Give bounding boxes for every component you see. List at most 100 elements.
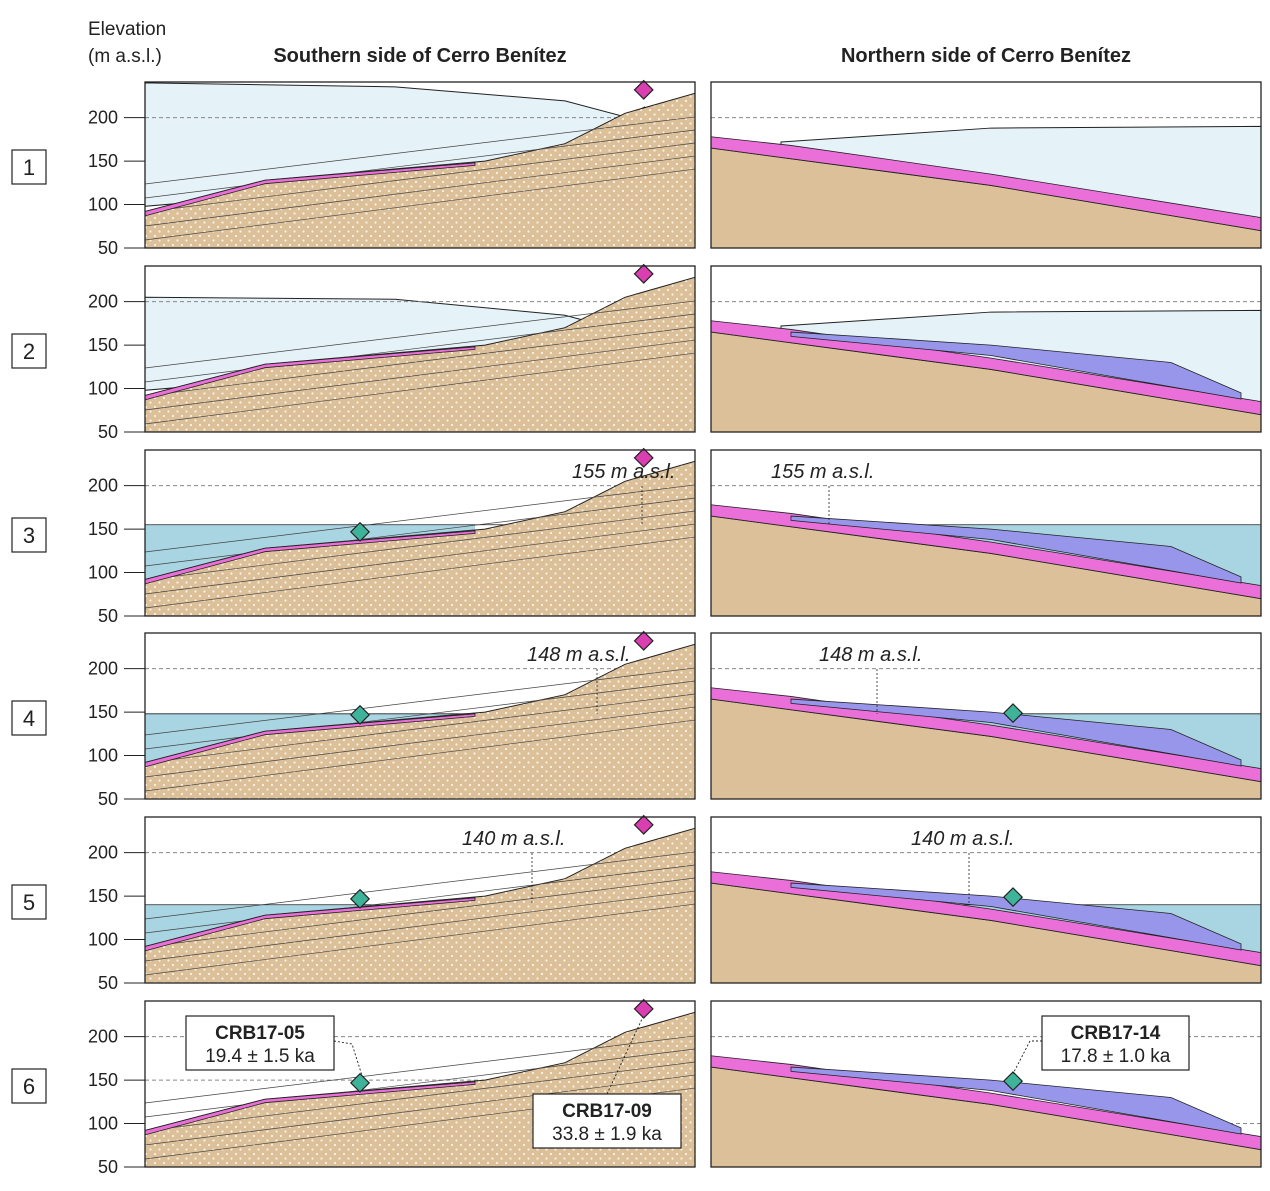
- tick-label: 200: [88, 476, 118, 496]
- strata-line: [144, 851, 696, 920]
- north-panel: 140 m a.s.l.: [710, 816, 1262, 984]
- tick-label: 50: [98, 606, 118, 626]
- strata-line: [144, 116, 696, 185]
- tick-label: 100: [88, 1114, 118, 1134]
- sample-leader: [1012, 1040, 1042, 1075]
- sample-crb17-09-name: CRB17-09: [562, 1101, 652, 1122]
- row-number-box: [11, 517, 47, 553]
- sample-leader: [333, 1040, 363, 1076]
- panel-frame: [710, 265, 1262, 433]
- row-number: 4: [23, 706, 35, 731]
- north-panel: 148 m a.s.l.: [710, 632, 1262, 800]
- tick-label: 50: [98, 1157, 118, 1177]
- strata-line: [144, 1048, 696, 1118]
- south-panel: [144, 79, 696, 249]
- tick-label: 100: [88, 379, 118, 399]
- sample-diamond-magenta: [633, 814, 654, 835]
- south-panel: [144, 263, 696, 433]
- blue-unit: [790, 515, 1242, 584]
- blue-unit: [790, 331, 1242, 400]
- strata-line: [144, 706, 696, 778]
- panel-frame: [144, 265, 696, 433]
- sample-diamond-magenta: [633, 79, 654, 100]
- south-panel: 148 m a.s.l.: [144, 630, 696, 800]
- sample-diamond-green: [1002, 1071, 1024, 1092]
- strata-line: [144, 680, 696, 750]
- north-panel: [710, 1000, 1262, 1168]
- strata-line: [144, 168, 696, 241]
- tick-label: 50: [98, 238, 118, 258]
- sample-diamond-green: [349, 1072, 371, 1093]
- panel-frame: [144, 81, 696, 249]
- column-title-north: Northern side of Cerro Benítez: [841, 45, 1131, 67]
- sample-diamond-green: [1002, 703, 1024, 724]
- lake-level-label-north: 148 m a.s.l.: [819, 644, 922, 666]
- strata-line: [144, 523, 696, 595]
- tick-label: 200: [88, 1027, 118, 1047]
- sample-crb17-14-name: CRB17-14: [1071, 1023, 1161, 1044]
- tick-label: 150: [88, 886, 118, 906]
- panel-frame: [144, 816, 696, 984]
- strata-line: [144, 300, 696, 369]
- panel-frame: [144, 449, 696, 617]
- tick-label: 150: [88, 702, 118, 722]
- sample-diamond-green: [349, 704, 371, 725]
- sample-crb17-05-age: 19.4 ± 1.5 ka: [205, 1046, 315, 1067]
- column-title-south: Southern side of Cerro Benítez: [273, 45, 566, 67]
- strata-line: [144, 719, 696, 792]
- sample-crb17-05-name: CRB17-05: [215, 1023, 305, 1044]
- lake-level-label-south: 155 m a.s.l.: [572, 461, 675, 483]
- north-panel: 155 m a.s.l.: [710, 449, 1262, 617]
- north-panel: [710, 81, 1262, 249]
- sample-diamond-green: [349, 521, 371, 542]
- tick-label: 150: [88, 519, 118, 539]
- strata-line: [144, 142, 696, 213]
- tick-label: 200: [88, 659, 118, 679]
- tick-label: 50: [98, 973, 118, 993]
- tick-label: 100: [88, 746, 118, 766]
- strata-line: [144, 1074, 696, 1146]
- row-number: 5: [23, 890, 35, 915]
- sample-crb17-09-age: 33.8 ± 1.9 ka: [552, 1124, 662, 1145]
- strata-line: [144, 326, 696, 397]
- sample-diamond-magenta: [633, 447, 654, 468]
- sample-diamond-magenta: [633, 263, 654, 284]
- tick-label: 100: [88, 930, 118, 950]
- tick-label: 150: [88, 1070, 118, 1090]
- axis-title-line1: Elevation: [88, 19, 166, 40]
- panel-frame: [710, 449, 1262, 617]
- row-number: 3: [23, 523, 35, 548]
- strata-line: [144, 693, 696, 764]
- tick-label: 200: [88, 108, 118, 128]
- row-number-box: [11, 149, 47, 185]
- row-number: 1: [23, 155, 35, 180]
- axis-title-line2: (m a.s.l.): [88, 46, 162, 67]
- strata-line: [144, 313, 696, 383]
- lake-level-label-south: 148 m a.s.l.: [527, 644, 630, 666]
- south-panel: 155 m a.s.l.: [144, 447, 696, 617]
- lake-level-label-north: 155 m a.s.l.: [771, 461, 874, 483]
- strata-line: [144, 890, 696, 962]
- strata-line: [144, 1061, 696, 1132]
- strata-line: [144, 484, 696, 553]
- panel-frame: [710, 1000, 1262, 1168]
- panel-frame: [710, 632, 1262, 800]
- tick-label: 150: [88, 335, 118, 355]
- sample-crb17-05-box: [185, 1015, 335, 1071]
- south-panel: 140 m a.s.l.: [144, 814, 696, 984]
- strata-line: [144, 864, 696, 934]
- row-number-box: [11, 700, 47, 736]
- sample-diamond-magenta: [633, 998, 654, 1019]
- panel-rows: 120015010050220015010050320015010050155 …: [11, 79, 1262, 1177]
- sample-crb17-09-box: [532, 1093, 682, 1149]
- panel-frame: [144, 632, 696, 800]
- sample-crb17-14-age: 17.8 ± 1.0 ka: [1061, 1046, 1171, 1067]
- sample-diamond-green: [1002, 887, 1024, 908]
- strata-line: [144, 155, 696, 227]
